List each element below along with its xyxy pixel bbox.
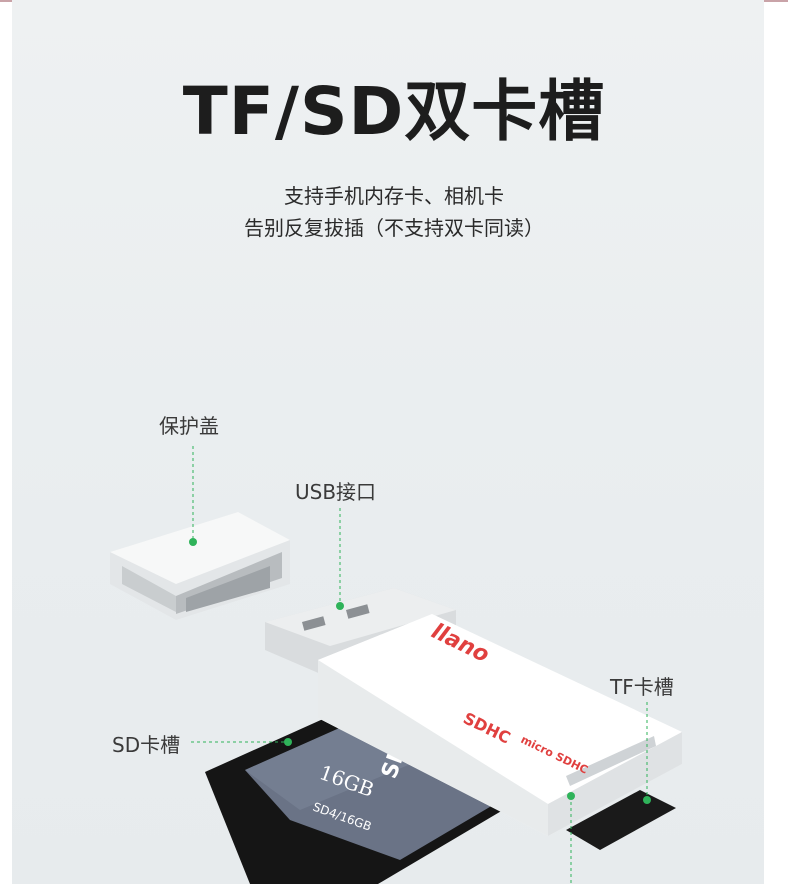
callout-dots <box>189 538 651 804</box>
reader-body: llano SDHC micro SDHC <box>318 614 682 836</box>
subtitle-line-1: 支持手机内存卡、相机卡 <box>284 184 504 208</box>
label-protective-cap: 保护盖 <box>159 414 219 438</box>
usb-connector <box>265 588 456 678</box>
micro-sd-card <box>566 790 676 850</box>
subtitle-line-2: 告别反复拔插（不支持双卡同读） <box>244 216 544 240</box>
page-title: TF/SD双卡槽 <box>182 73 606 150</box>
label-tf-slot: TF卡槽 <box>610 675 674 699</box>
callout-lines <box>191 446 648 884</box>
label-sd-slot: SD卡槽 <box>112 733 181 757</box>
label-usb-port: USB接口 <box>295 480 377 504</box>
protective-cap <box>110 512 290 620</box>
